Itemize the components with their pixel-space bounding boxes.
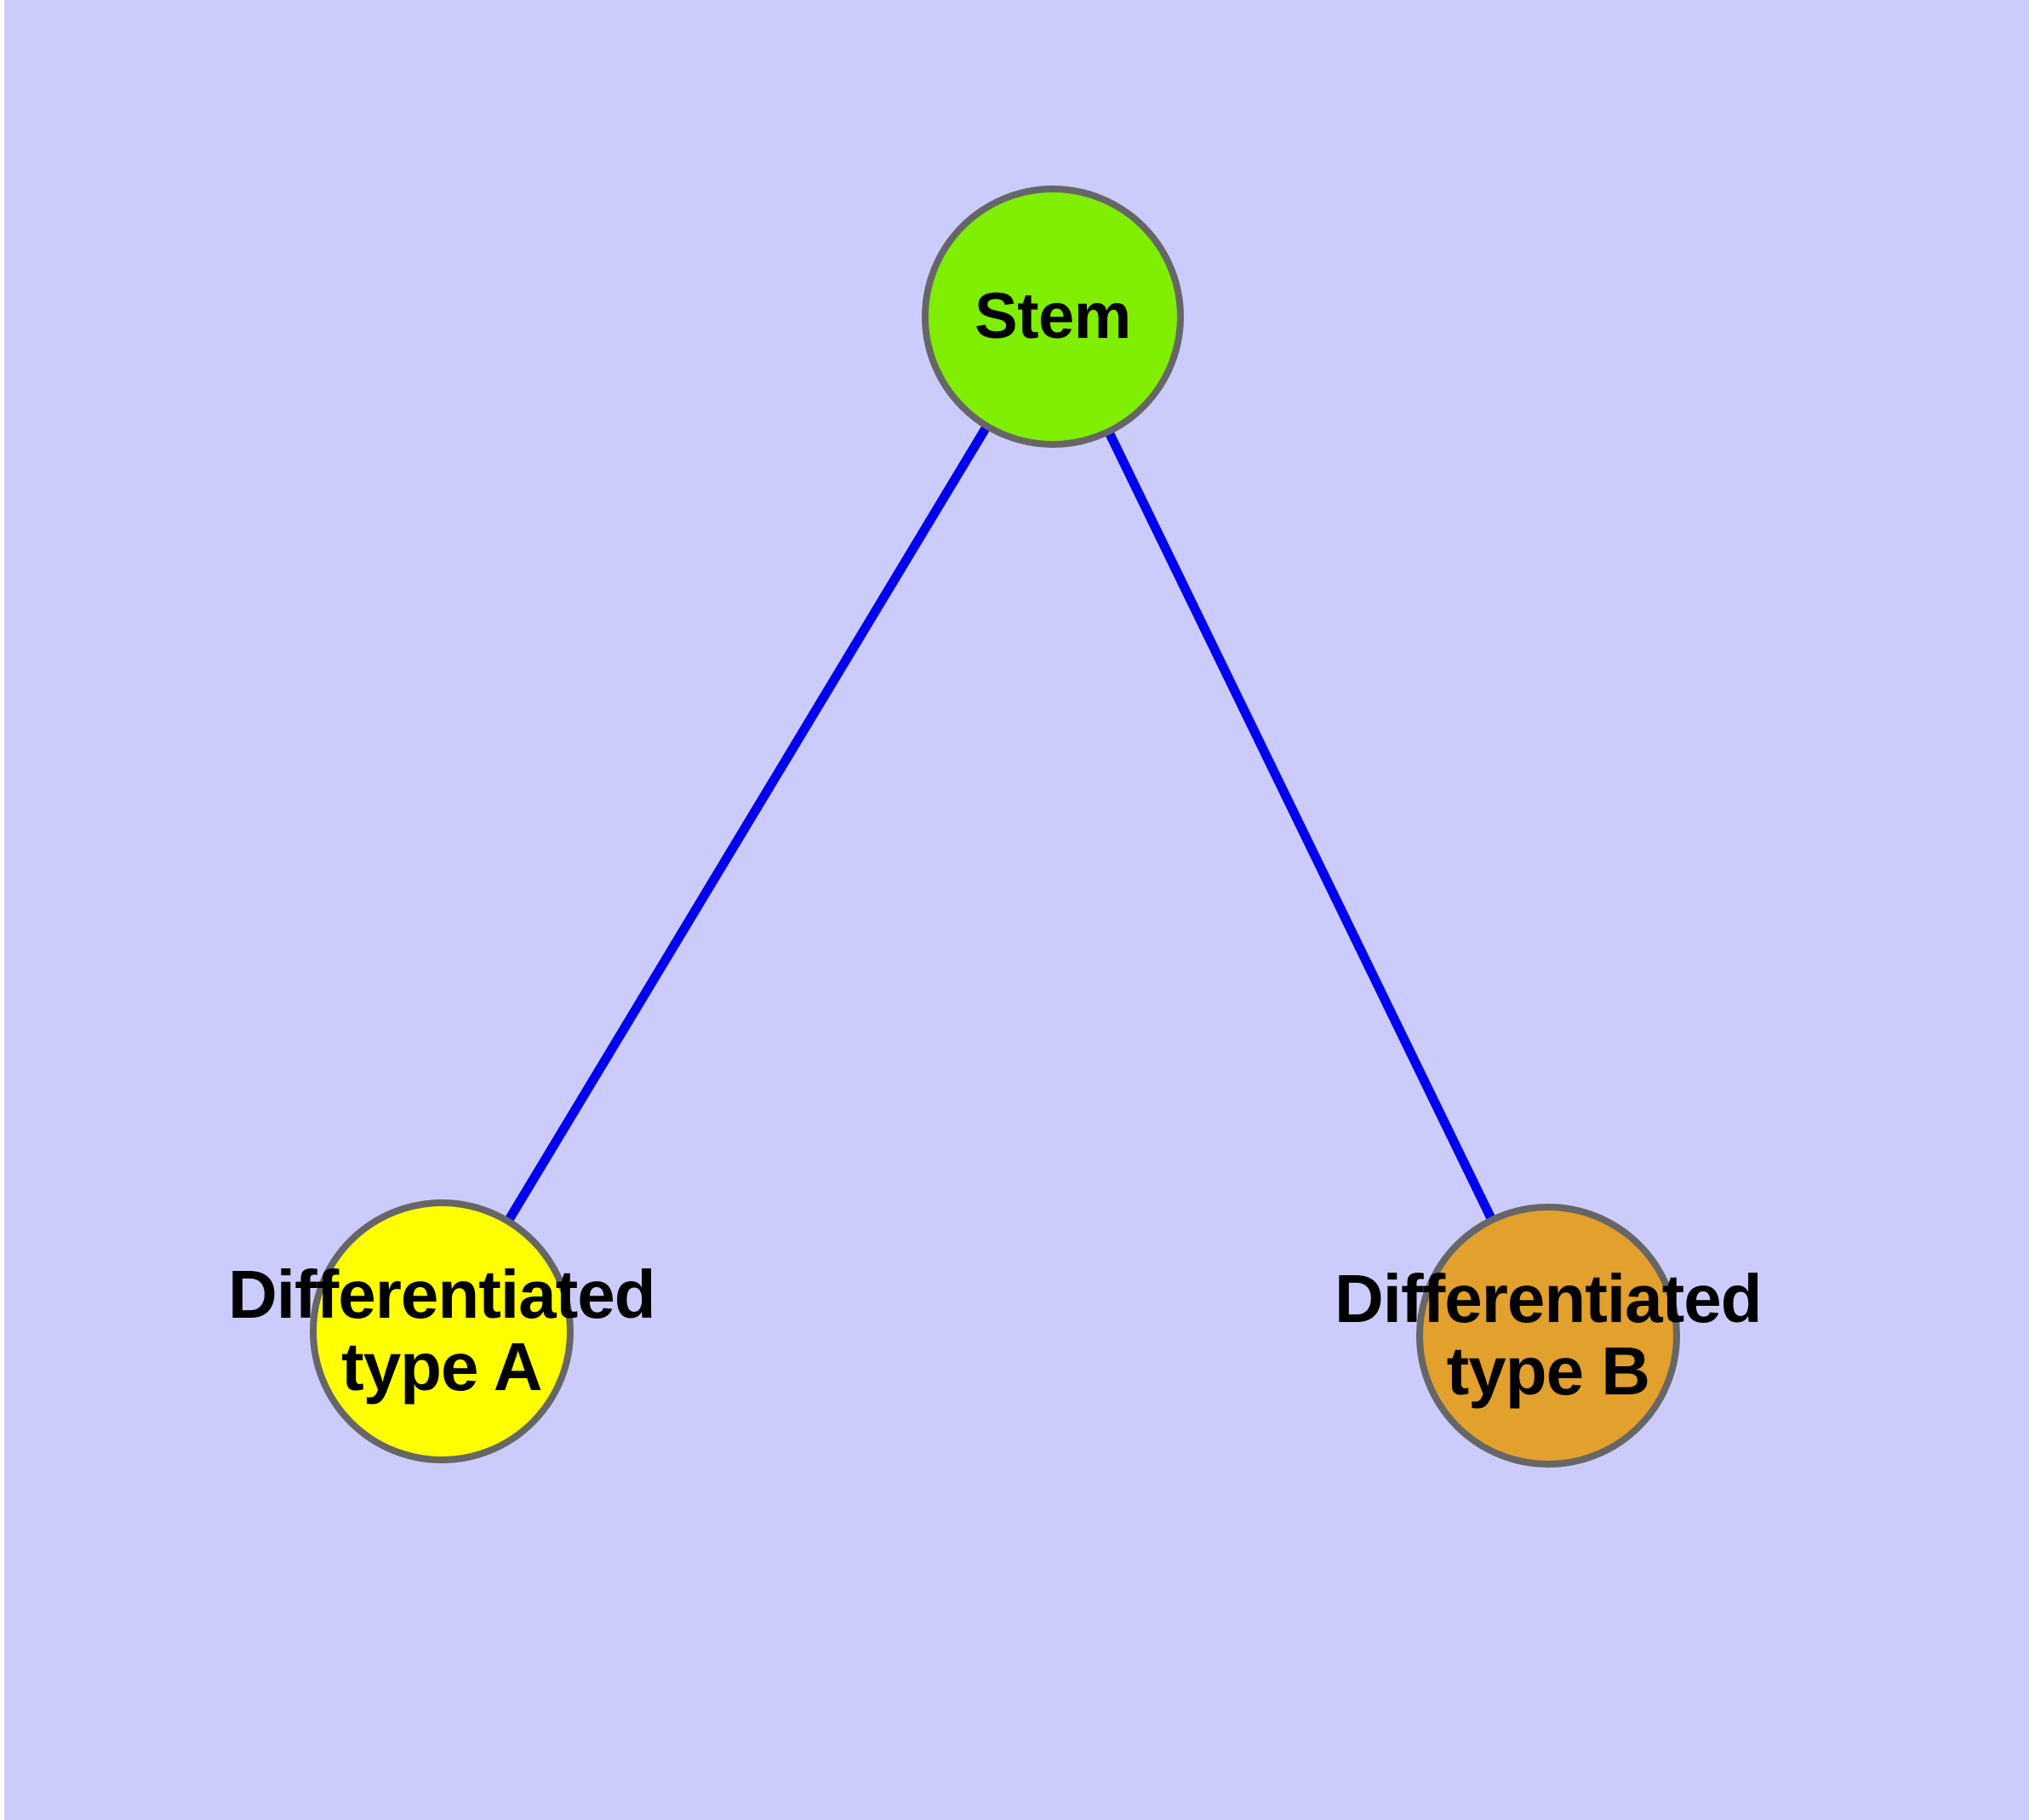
graph-node-diff-a[interactable]	[310, 1199, 574, 1463]
graph-edge-stem-to-diff-a	[437, 314, 1057, 1334]
nodes-layer	[310, 186, 1680, 1468]
graph-node-diff-b[interactable]	[1416, 1204, 1680, 1468]
graph-edge-stem-to-diff-b	[1049, 314, 1552, 1338]
edges-layer	[437, 314, 1552, 1338]
graph-node-stem[interactable]	[922, 186, 1184, 448]
